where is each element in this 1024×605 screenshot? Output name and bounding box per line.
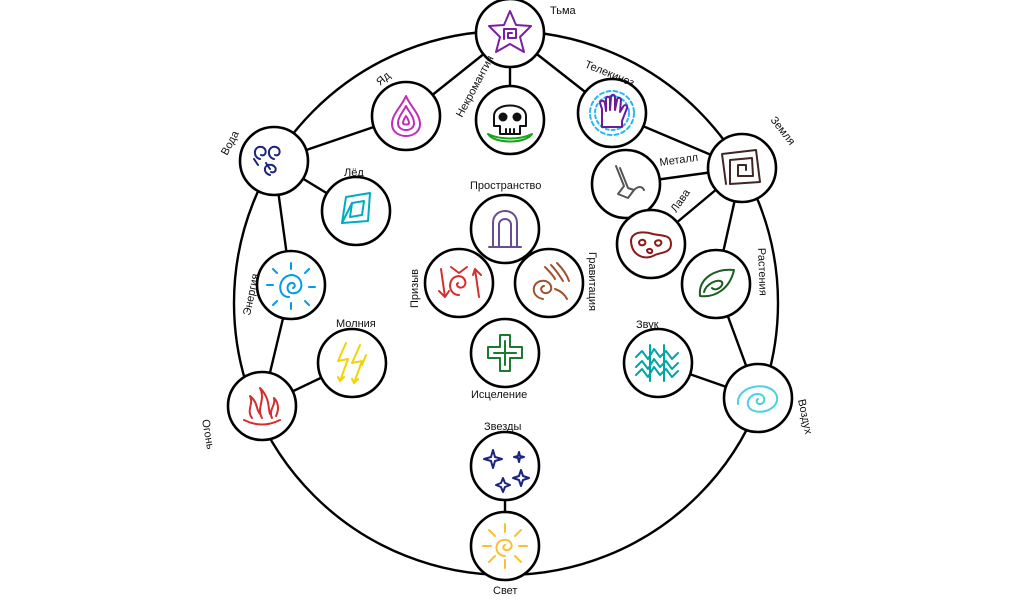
metal-pickaxe-icon [615,165,645,199]
node-label-prostranstvo: Пространство [470,180,541,192]
node-ogon: Огонь [199,370,298,451]
node-nekromantiya: Некромантия [454,54,546,156]
skull-icon [487,104,533,143]
star-spiral-icon [488,10,532,53]
node-label-vozduh: Воздух [795,398,814,436]
node-zvezdy: Звезды [469,421,541,502]
node-molniya: Молния [316,318,388,399]
fire-icon [243,387,281,426]
node-svet: Свет [469,510,541,597]
node-metall: Металл [590,148,699,220]
node-zvuk: Звук [622,319,694,399]
node-yad: Яд [370,69,442,152]
node-gravitaciya: Гравитация [513,247,598,319]
node-label-molniya: Молния [336,318,376,330]
node-voda: Вода [219,125,310,197]
node-label-gravitaciya: Гравитация [586,252,598,311]
node-label-led: Лёд [344,167,364,179]
node-prostranstvo: Пространство [469,180,541,265]
node-label-rasteniya: Растения [755,248,769,296]
node-telekinez: Телекинез [576,59,648,149]
stars-icon [483,449,530,493]
node-label-tma: Тьма [550,5,577,17]
energy-sun-icon [266,262,316,310]
node-label-zvezdy: Звезды [484,421,521,433]
healing-cross-icon [487,334,523,372]
node-led: Лёд [320,167,392,247]
lava-blob-icon [630,231,672,259]
earth-square-spiral-icon [721,149,761,185]
node-label-ogon: Огонь [199,418,216,450]
sound-wave-icon [635,344,679,382]
node-energiya: Энергия [241,249,327,321]
lightning-icon [337,342,367,384]
node-label-prizyv: Призыв [409,269,421,308]
node-label-iscelenie: Исцеление [471,389,527,401]
leaf-icon [698,268,735,298]
node-vozduh: Воздух [722,362,814,436]
portal-arch-icon [488,210,522,248]
sun-icon [482,523,528,569]
poison-drop-icon [391,95,421,137]
node-prizyv: Призыв [409,247,495,319]
summon-spiral-icon [438,266,482,298]
node-label-svet: Свет [493,585,517,597]
node-rasteniya: Растения [680,248,769,320]
node-label-zemlya: Земля [768,114,798,147]
node-tma: Тьма [474,0,577,69]
hand-icon [589,90,635,136]
node-iscelenie: Исцеление [469,317,541,401]
water-swirl-icon [253,145,281,176]
air-spiral-icon [736,385,779,413]
node-label-voda: Вода [219,128,242,157]
node-label-zvuk: Звук [636,319,659,331]
node-zemlya: Земля [706,114,798,204]
node-label-metall: Металл [659,152,699,169]
gravity-swirl-icon [532,262,570,300]
ice-crystal-icon [341,192,371,224]
